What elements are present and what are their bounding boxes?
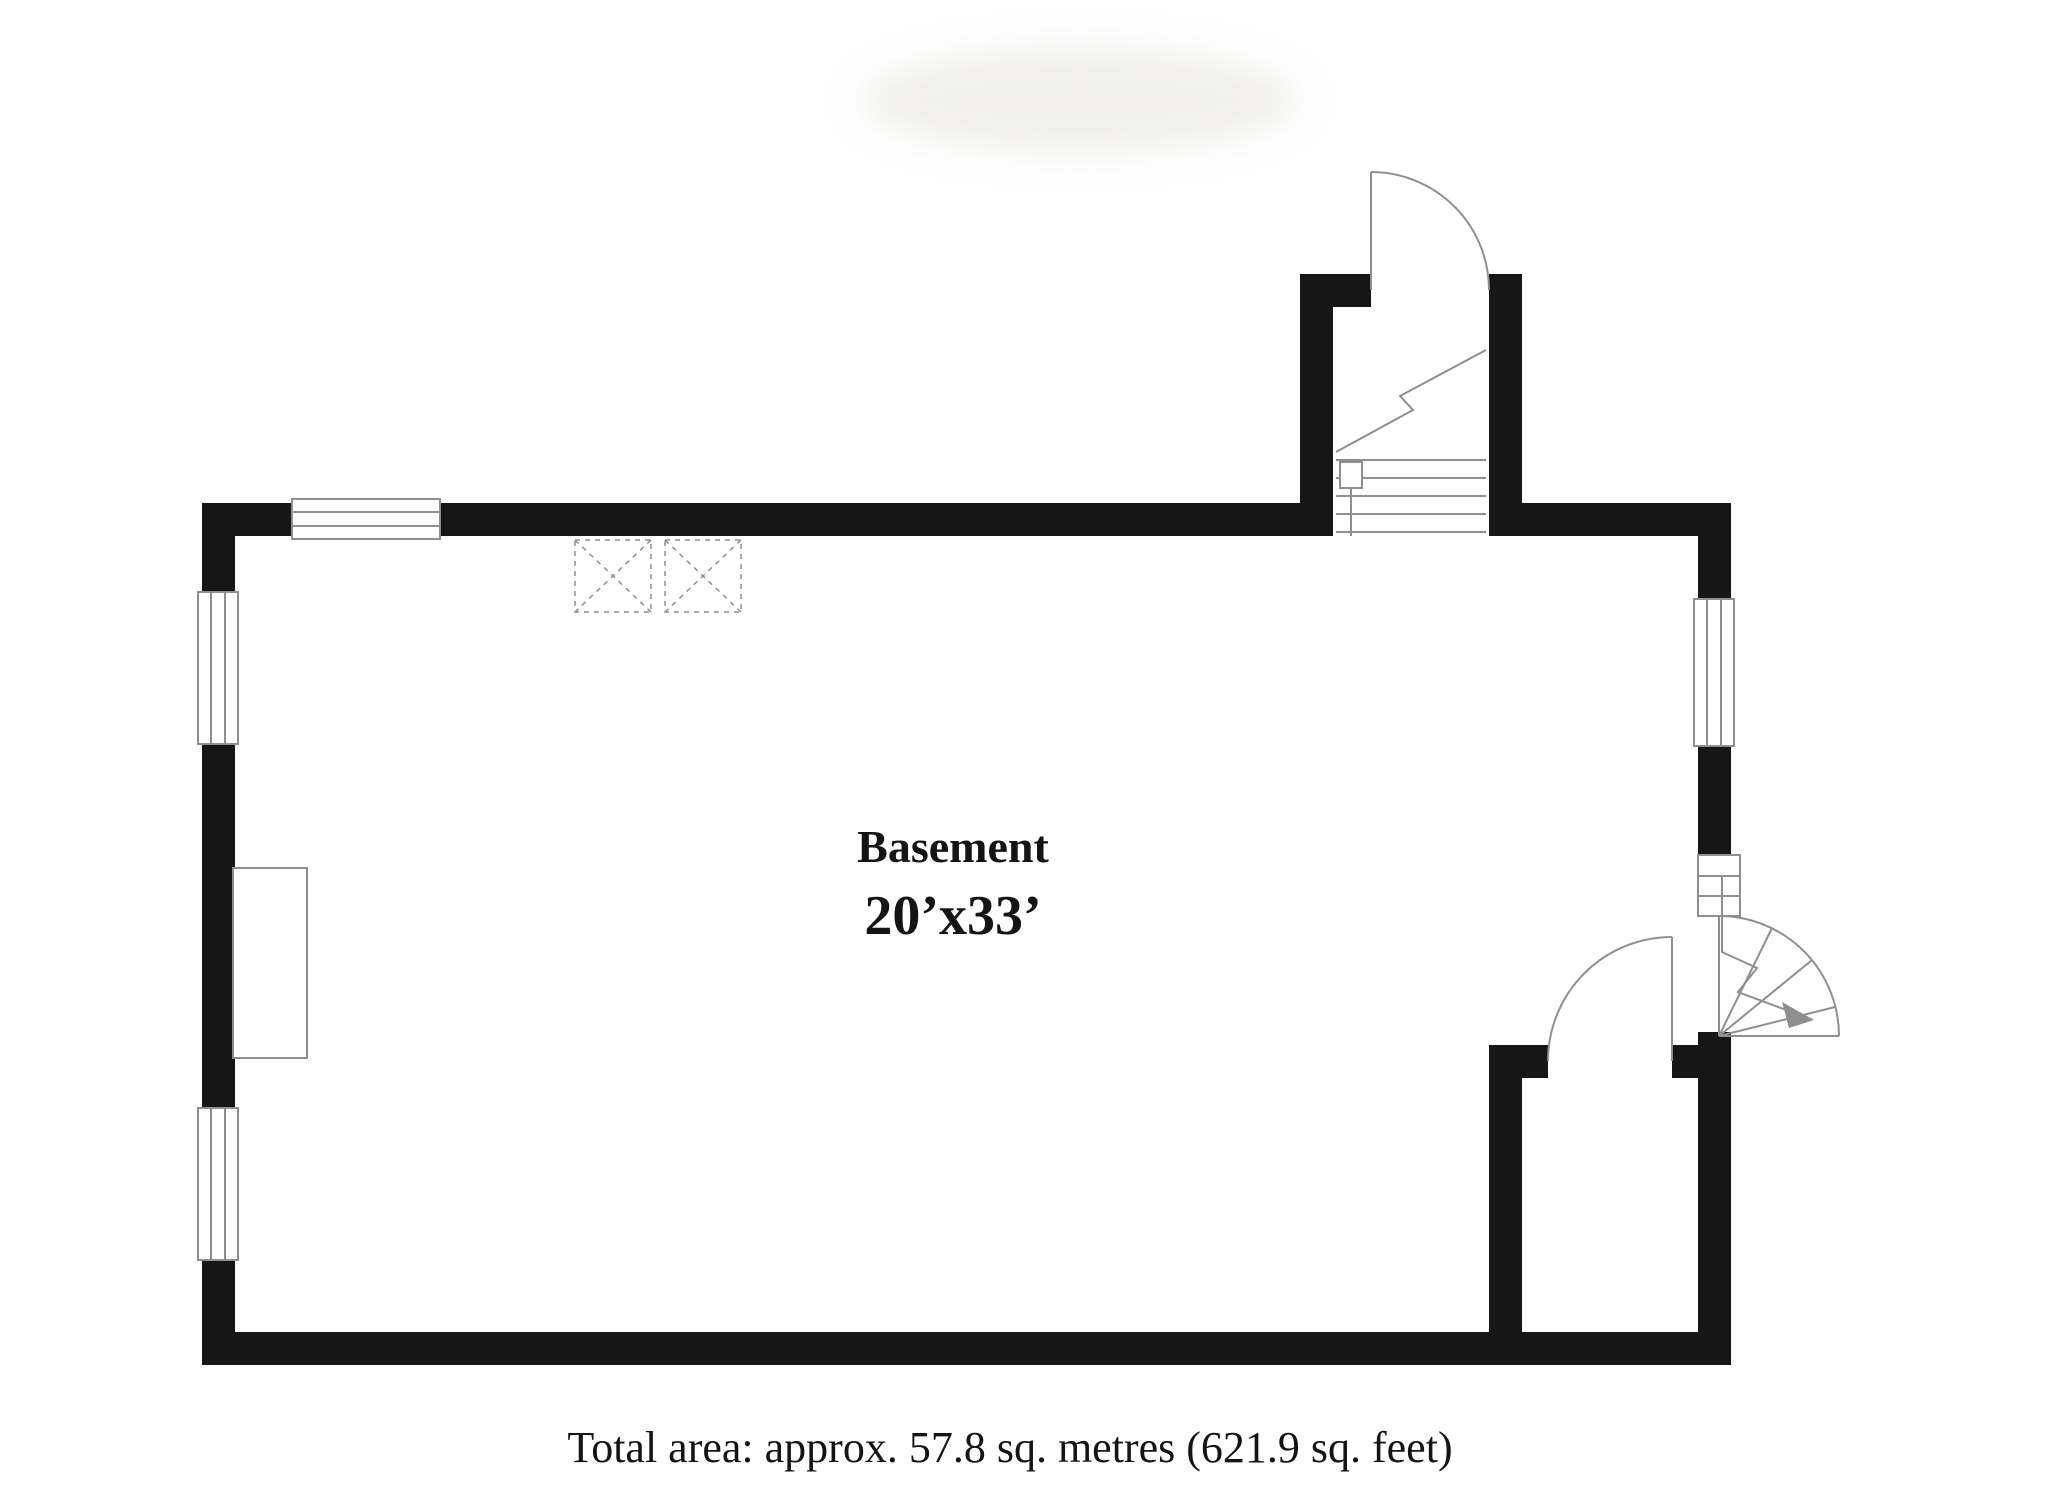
small-room-wall-left xyxy=(1489,1045,1522,1365)
window-frame xyxy=(197,591,239,745)
utility-boxes xyxy=(574,539,742,613)
windows xyxy=(197,498,1735,1261)
watermark-smudge xyxy=(860,48,1300,152)
stairwell-wall-top-left-stub xyxy=(1300,274,1371,307)
window-left-lower xyxy=(197,1107,239,1261)
stair-newel-post xyxy=(1339,461,1363,489)
window-right-upper xyxy=(1693,598,1735,747)
window-frame xyxy=(197,1107,239,1261)
stair-landing xyxy=(1697,854,1741,917)
window-pane xyxy=(210,591,226,745)
window-frame xyxy=(291,498,441,540)
stairwell-wall-right xyxy=(1489,274,1522,536)
staircase-top xyxy=(1335,349,1487,536)
stair-outer-edge xyxy=(1718,915,1840,1037)
utility-box-diagonal xyxy=(664,539,742,613)
room-dimensions-label: 20’x33’ xyxy=(864,885,1041,947)
walls xyxy=(202,274,1731,1365)
room-label: Basement xyxy=(857,821,1049,872)
door-swing-arc xyxy=(1370,171,1490,291)
wall-right-lower xyxy=(1698,1032,1731,1365)
stair-winder-tread xyxy=(1718,1006,1836,1037)
door-small-room xyxy=(1547,936,1673,1062)
window-pane xyxy=(210,1107,226,1261)
small-room-wall-top-left-stub xyxy=(1522,1045,1548,1078)
window-frame xyxy=(1693,598,1735,747)
total-area-caption: Total area: approx. 57.8 sq. metres (621… xyxy=(567,1423,1452,1472)
utility-box-left xyxy=(574,539,652,613)
stair-direction-arrow-head-icon xyxy=(1782,1002,1814,1028)
utility-box-outline xyxy=(574,539,652,613)
stairwell-wall-left xyxy=(1300,274,1333,536)
utility-box-right xyxy=(664,539,742,613)
window-left-upper xyxy=(197,591,239,745)
staircase-winder-right xyxy=(1697,854,1840,1037)
small-room-wall-top-right-stub xyxy=(1672,1045,1698,1078)
stair-direction-arrow-line xyxy=(1721,875,1798,1015)
wall-bottom xyxy=(202,1332,1731,1365)
door-swing-arc xyxy=(1547,936,1673,1062)
utility-box-outline xyxy=(664,539,742,613)
doors xyxy=(1370,171,1673,1062)
left-wall-fixture xyxy=(232,867,308,1059)
wall-top-right-segment xyxy=(1489,503,1731,536)
utility-box-diagonal xyxy=(574,539,652,613)
window-pane xyxy=(291,511,441,527)
stair-winder-tread xyxy=(1718,959,1813,1037)
window-top-left xyxy=(291,498,441,540)
stair-break-line xyxy=(1335,349,1487,453)
window-pane xyxy=(1706,598,1722,747)
door-top-entry xyxy=(1370,171,1490,291)
